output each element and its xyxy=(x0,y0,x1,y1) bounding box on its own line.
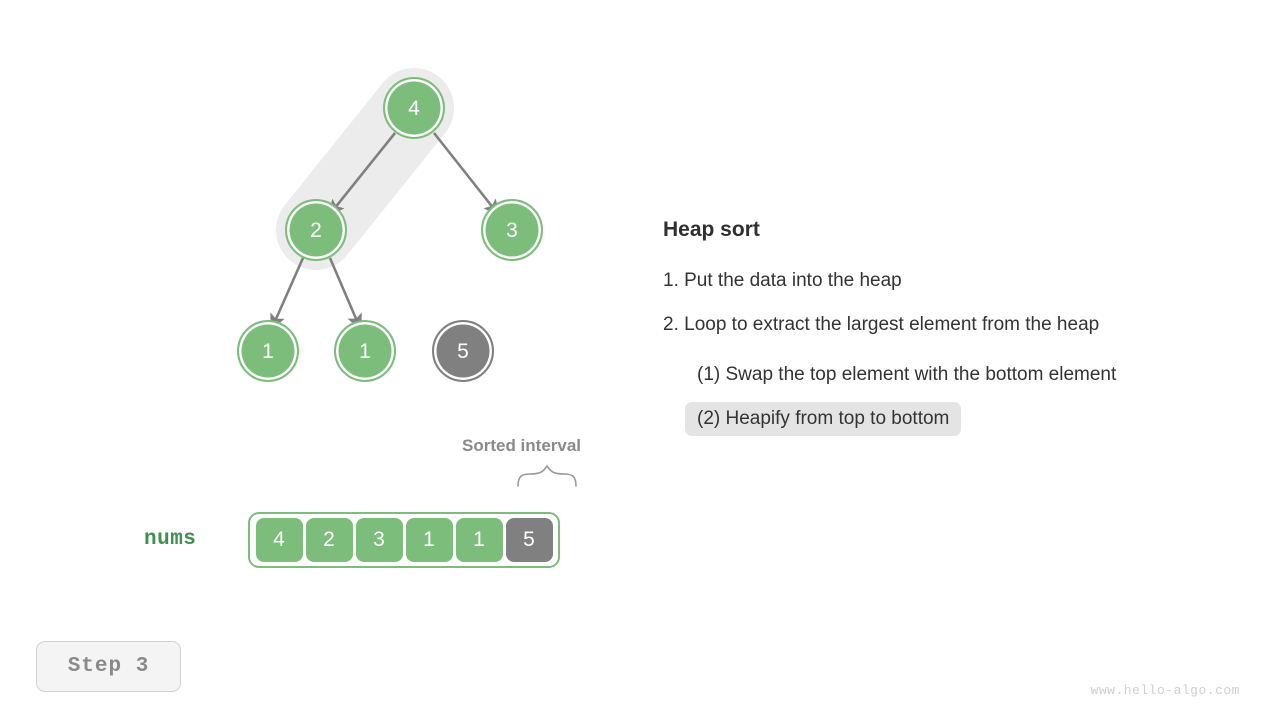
array-cell-value: 5 xyxy=(523,528,535,551)
array-cell[interactable]: 2 xyxy=(305,518,353,562)
array-cell-value: 1 xyxy=(473,528,485,551)
array-cell-sorted[interactable]: 5 xyxy=(505,518,553,562)
binary-heap-tree: 4 2 3 1 1 5 xyxy=(0,0,640,420)
step-badge: Step 3 xyxy=(36,641,181,692)
step-item-1: 1. Put the data into the heap xyxy=(663,270,902,291)
tree-node-left-right[interactable]: 1 xyxy=(334,320,396,382)
tree-node-value: 4 xyxy=(408,96,420,120)
array-cell[interactable]: 1 xyxy=(455,518,503,562)
description-panel: Heap sort 1. Put the data into the heap … xyxy=(663,218,1263,446)
substep-row-2: (2) Heapify from top to bottom xyxy=(663,402,1263,446)
sorted-interval-brace-icon xyxy=(517,464,577,487)
step-item-2: 2. Loop to extract the largest element f… xyxy=(663,314,1100,335)
array-cell-value: 4 xyxy=(273,528,285,551)
array-cell-value: 2 xyxy=(323,528,335,551)
edge-root-right xyxy=(432,132,500,217)
array-cell-value: 3 xyxy=(373,528,385,551)
tree-node-value: 3 xyxy=(506,218,518,242)
edge-root-left xyxy=(328,132,397,217)
array-cell[interactable]: 3 xyxy=(355,518,403,562)
substep-item-1: (1) Swap the top element with the bottom… xyxy=(697,364,1117,385)
substep-item-2-active: (2) Heapify from top to bottom xyxy=(685,402,962,436)
tree-node-value: 5 xyxy=(457,339,469,363)
array-cell[interactable]: 4 xyxy=(255,518,303,562)
edge-left-ll xyxy=(270,257,305,331)
tree-node-left-left[interactable]: 1 xyxy=(237,320,299,382)
tree-node-left[interactable]: 2 xyxy=(285,199,347,261)
array-cell[interactable]: 1 xyxy=(405,518,453,562)
tree-node-right[interactable]: 3 xyxy=(481,199,543,261)
nums-label-text: nums xyxy=(144,528,197,551)
array-container: 4 2 3 1 1 5 xyxy=(248,512,560,568)
tree-node-value: 1 xyxy=(262,339,274,363)
sorted-interval-label: Sorted interval xyxy=(462,436,582,455)
tree-node-value: 2 xyxy=(310,218,322,242)
tree-node-value: 1 xyxy=(359,339,371,363)
page-title: Heap sort xyxy=(663,218,760,241)
array-name-label: nums xyxy=(144,528,196,551)
tree-node-root[interactable]: 4 xyxy=(383,77,445,139)
edge-left-lr xyxy=(328,257,362,331)
watermark: www.hello-algo.com xyxy=(1090,683,1240,698)
array-cell-value: 1 xyxy=(423,528,435,551)
tree-node-sorted[interactable]: 5 xyxy=(432,320,494,382)
substep-row-1: (1) Swap the top element with the bottom… xyxy=(663,358,1263,402)
